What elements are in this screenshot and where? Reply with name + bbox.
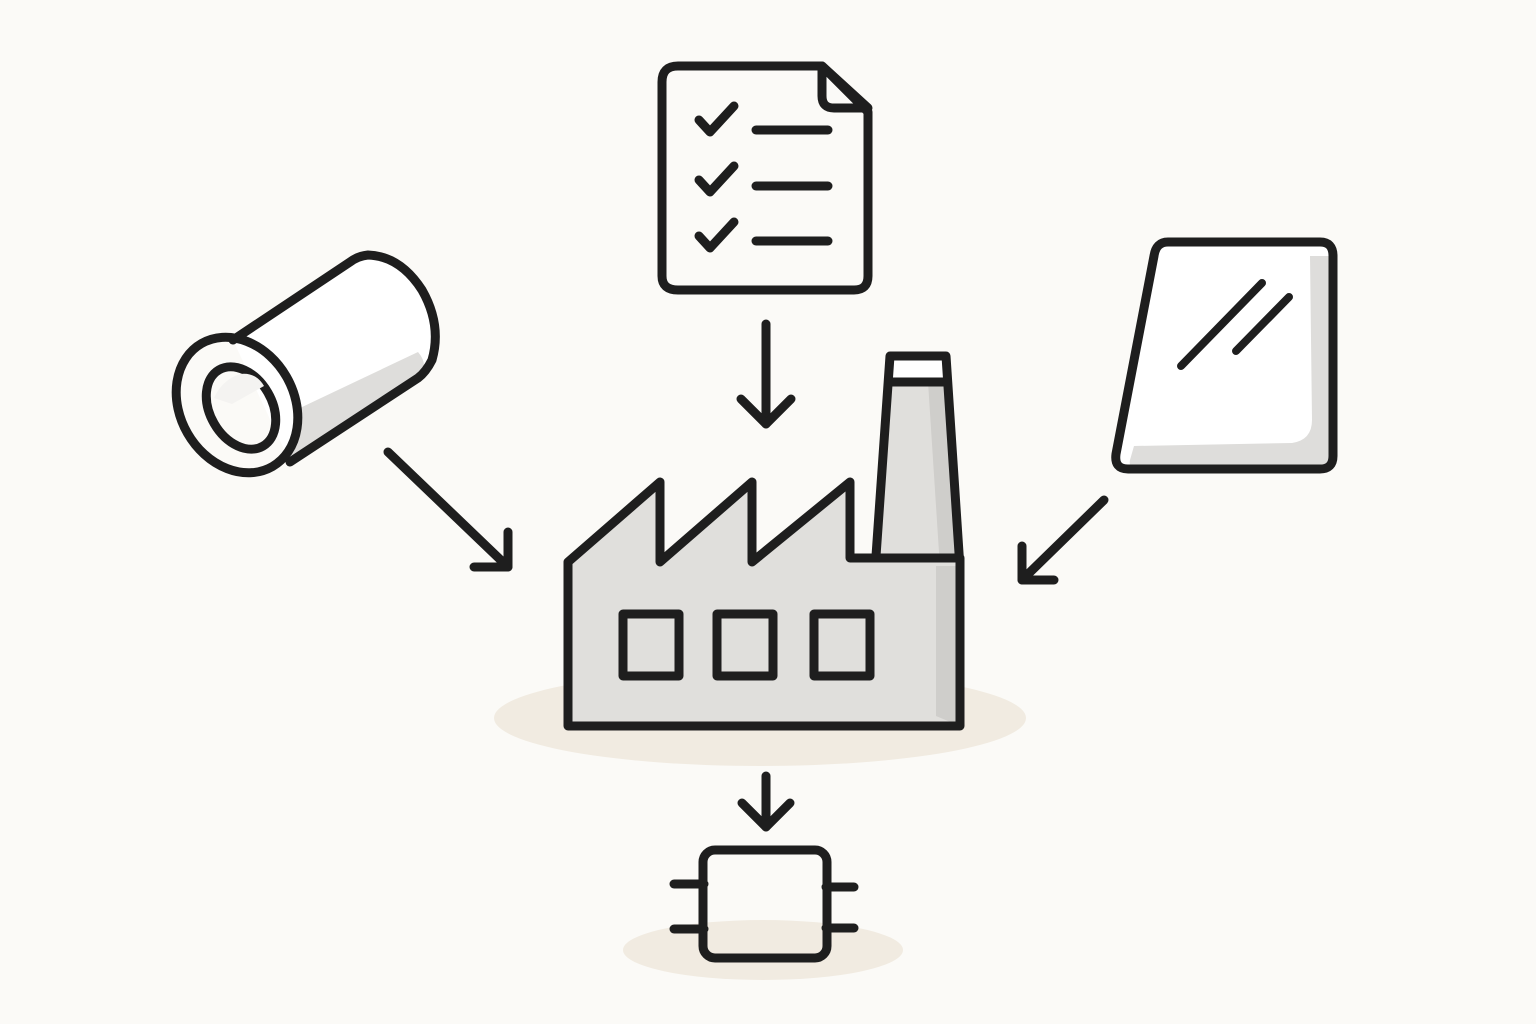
arrow-panel-to-factory [1017,495,1109,585]
factory-window [809,609,875,681]
microchip-icon [669,845,859,963]
arrow-pipe-to-factory [383,447,513,572]
factory-window [712,609,778,681]
check-icon [694,101,739,137]
factory-window [618,609,684,681]
arrow-factory-to-chip [737,771,795,832]
glass-panel-icon [1111,237,1338,474]
check-icon [694,217,739,253]
check-icon [694,161,739,197]
arrow-checklist-to-factory [736,319,796,429]
chip-ground-shadow [623,920,903,980]
factory-icon [563,351,965,731]
pipe-tube-icon [171,250,440,478]
checklist-document-icon [657,61,873,295]
